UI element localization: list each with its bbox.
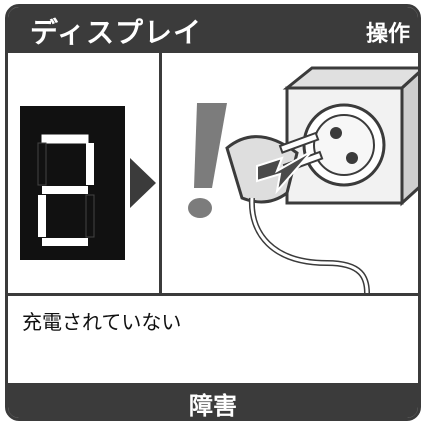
operation-panel	[162, 53, 418, 293]
display-title: ディスプレイ	[30, 16, 203, 49]
footer-label: 障害	[189, 392, 237, 420]
wall-socket-icon	[282, 66, 418, 207]
footer-bar: 障害	[8, 383, 418, 418]
description-area: 充電されていない	[8, 293, 418, 391]
exclamation-icon	[188, 103, 227, 218]
unplug-illustration	[188, 66, 418, 293]
display-screen	[20, 106, 125, 260]
operation-title: 操作	[365, 22, 410, 47]
play-arrow-icon	[130, 158, 156, 208]
unplug-arrow-icon	[256, 150, 313, 195]
panels	[8, 53, 418, 293]
status-message: 充電されていない	[22, 310, 182, 334]
seven-segment-2-icon	[20, 106, 156, 260]
error-card: ディスプレイ 操作	[5, 4, 421, 421]
display-panel	[8, 53, 162, 293]
header-bar: ディスプレイ 操作	[8, 7, 418, 53]
